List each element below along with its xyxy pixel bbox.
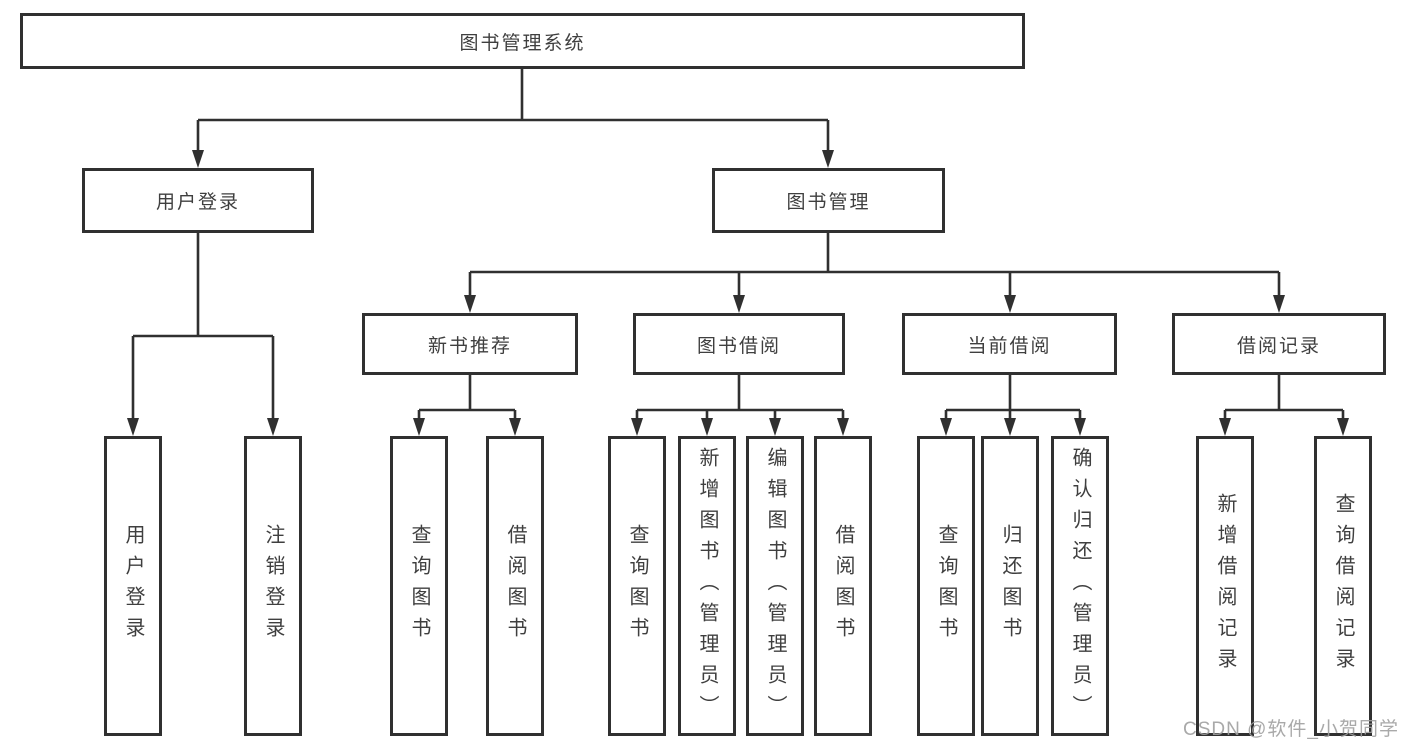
node-current-borrow: 当前借阅 <box>902 313 1117 375</box>
leaf-return-books: 归还图书 <box>981 436 1039 736</box>
leaf-query-books-newbook: 查询图书 <box>390 436 448 736</box>
connector-userlogin-to-leaves <box>131 233 275 418</box>
node-current-borrow-label: 当前借阅 <box>967 335 1052 357</box>
connector-newbook-to-leaves <box>417 375 517 418</box>
root-node-label: 图书管理系统 <box>459 32 586 54</box>
leaf-add-borrow-record: 新增借阅记录 <box>1196 436 1254 736</box>
connector-currentborrow-to-leaves <box>944 375 1082 418</box>
leaf-edit-books-admin: 编辑图书（管理员） <box>746 436 804 736</box>
leaf-confirm-return-admin: 确认归还（管理员） <box>1051 436 1109 736</box>
node-new-book-recommend-label: 新书推荐 <box>427 335 512 357</box>
leaf-user-login: 用户登录 <box>104 436 162 736</box>
leaf-query-borrow-record: 查询借阅记录 <box>1314 436 1372 736</box>
node-new-book-recommend: 新书推荐 <box>362 313 578 375</box>
node-book-borrow-label: 图书借阅 <box>696 335 781 357</box>
connector-bookborrow-to-leaves <box>635 375 845 418</box>
node-book-borrow: 图书借阅 <box>633 313 845 375</box>
leaf-logout: 注销登录 <box>244 436 302 736</box>
leaf-query-books-current: 查询图书 <box>917 436 975 736</box>
arrowheads <box>127 150 1349 436</box>
leaf-borrow-books: 借阅图书 <box>814 436 872 736</box>
node-borrow-records-label: 借阅记录 <box>1236 335 1321 357</box>
node-borrow-records: 借阅记录 <box>1172 313 1386 375</box>
node-user-login: 用户登录 <box>82 168 314 233</box>
leaf-add-books-admin: 新增图书（管理员） <box>678 436 736 736</box>
node-book-management-label: 图书管理 <box>786 192 871 213</box>
leaf-query-books-borrow: 查询图书 <box>608 436 666 736</box>
connector-root-to-l2 <box>198 69 828 122</box>
node-user-login-label: 用户登录 <box>155 192 240 213</box>
node-book-management: 图书管理 <box>712 168 945 233</box>
leaf-borrow-books-newbook: 借阅图书 <box>486 436 544 736</box>
connector-bookmgmt-to-l3 <box>468 233 1281 295</box>
root-node-library-system: 图书管理系统 <box>20 13 1025 69</box>
connector-records-to-leaves <box>1223 375 1345 418</box>
csdn-watermark: CSDN @软件_小贺同学 <box>1183 719 1399 740</box>
